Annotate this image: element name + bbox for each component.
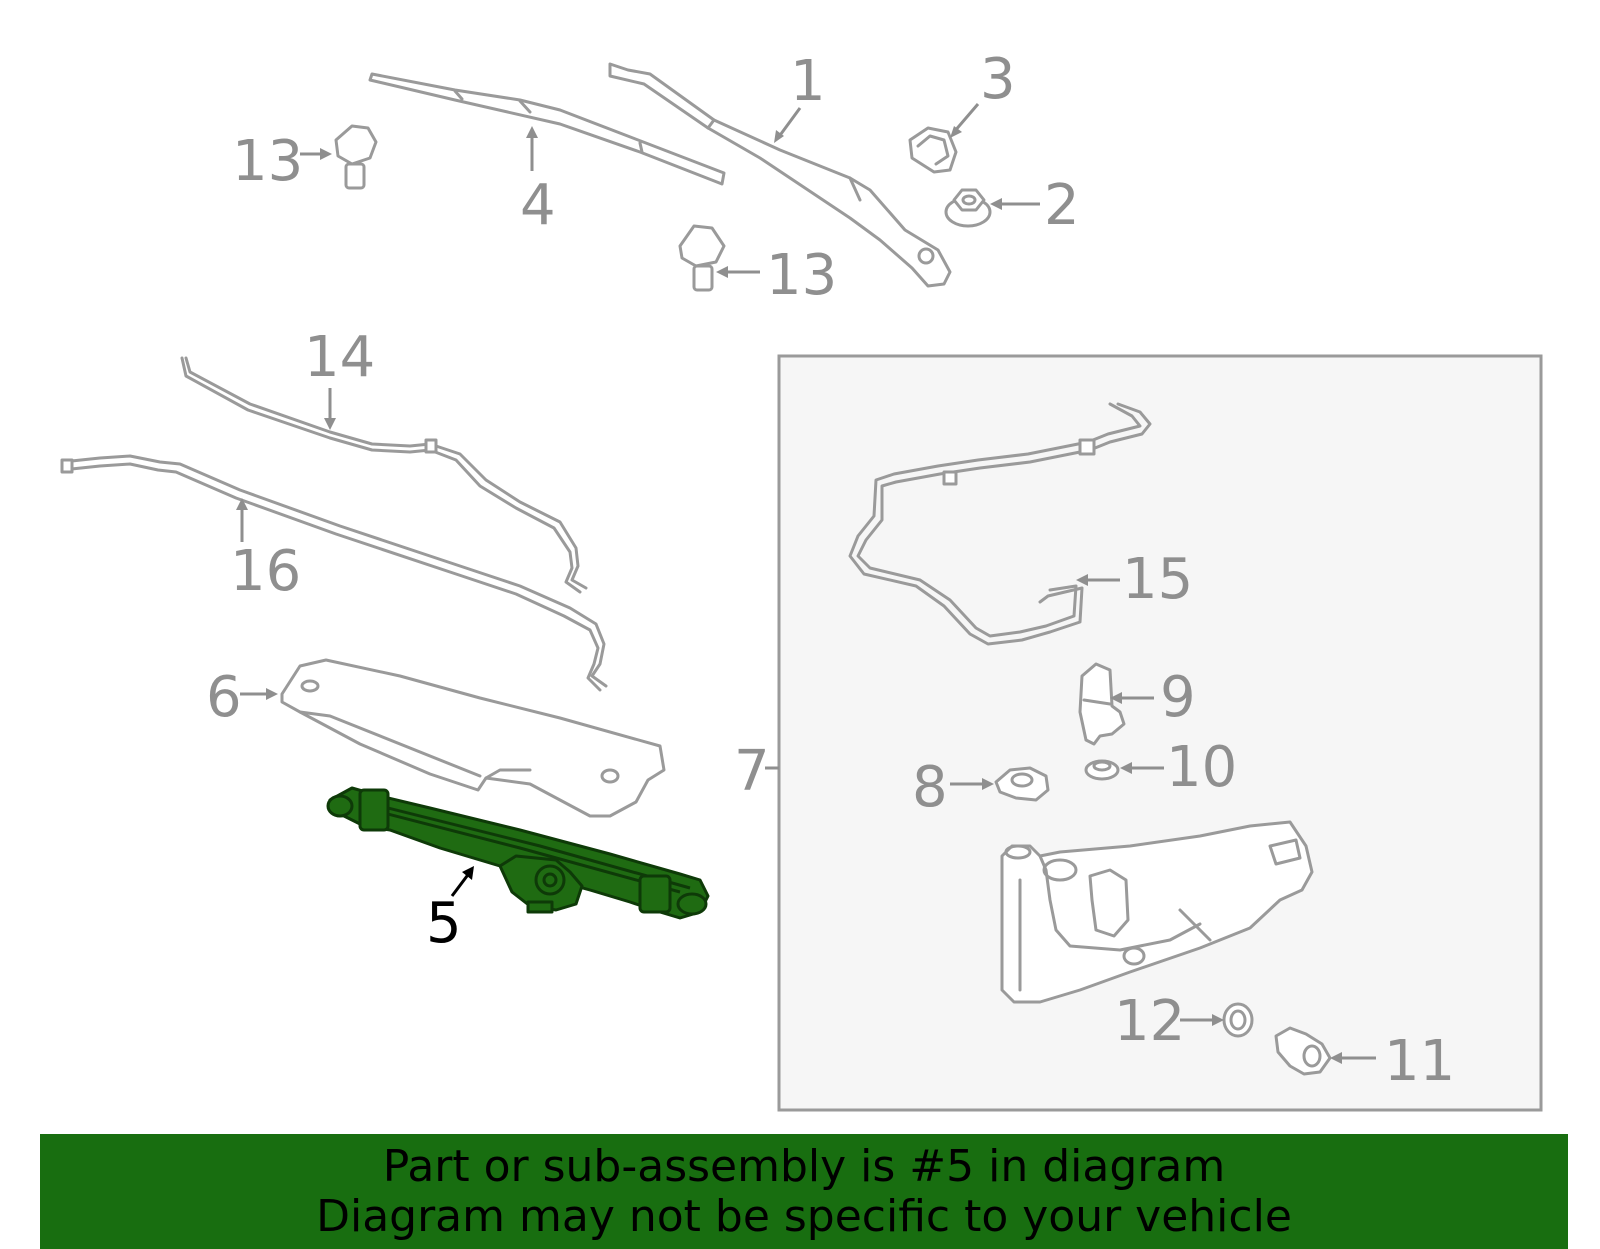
part-6-cowl-cover[interactable] bbox=[280, 658, 666, 818]
callout-6: 6 bbox=[206, 665, 242, 730]
part-3-cap[interactable] bbox=[908, 126, 958, 174]
part-2-nut[interactable] bbox=[944, 188, 992, 228]
callout-1: 1 bbox=[790, 49, 826, 114]
part-15-washer-hose-assembly[interactable] bbox=[848, 402, 1152, 646]
banner-line-part-number: Part or sub-assembly is #5 in diagram bbox=[382, 1141, 1226, 1192]
callout-11: 11 bbox=[1384, 1029, 1455, 1094]
callout-15: 15 bbox=[1122, 547, 1193, 612]
callout-16: 16 bbox=[230, 539, 301, 604]
part-14-washer-hose[interactable] bbox=[180, 356, 588, 594]
part-10-grommet[interactable] bbox=[1084, 759, 1120, 781]
banner-line-disclaimer: Diagram may not be specific to your vehi… bbox=[316, 1191, 1292, 1242]
part-8-bracket[interactable] bbox=[994, 766, 1050, 802]
part-16-washer-hose[interactable] bbox=[60, 454, 608, 692]
callout-9: 9 bbox=[1160, 665, 1196, 730]
callout-2: 2 bbox=[1044, 173, 1080, 238]
part-1-wiper-arm[interactable] bbox=[608, 62, 952, 288]
callout-7: 7 bbox=[734, 739, 770, 804]
callout-10: 10 bbox=[1166, 735, 1237, 800]
callout-13-left: 13 bbox=[232, 129, 303, 194]
callout-3: 3 bbox=[980, 47, 1016, 112]
highlight-notice-banner: Part or sub-assembly is #5 in diagram Di… bbox=[40, 1134, 1568, 1249]
part-4-wiper-blade[interactable] bbox=[368, 72, 726, 186]
callout-5: 5 bbox=[426, 891, 462, 956]
part-13-washer-nozzle-right[interactable] bbox=[678, 224, 726, 292]
part-13-washer-nozzle-left[interactable] bbox=[334, 124, 378, 190]
callout-8: 8 bbox=[912, 755, 948, 820]
part-9-washer-pump[interactable] bbox=[1078, 662, 1126, 746]
part-12-seal[interactable] bbox=[1222, 1002, 1254, 1038]
callout-4: 4 bbox=[520, 173, 556, 238]
part-7-washer-reservoir[interactable] bbox=[1000, 820, 1314, 1004]
part-5-wiper-linkage-motor[interactable] bbox=[326, 786, 710, 920]
callout-13-right: 13 bbox=[766, 243, 837, 308]
part-11-level-sensor[interactable] bbox=[1274, 1026, 1332, 1076]
callout-12: 12 bbox=[1114, 989, 1185, 1054]
callout-14: 14 bbox=[304, 325, 375, 390]
